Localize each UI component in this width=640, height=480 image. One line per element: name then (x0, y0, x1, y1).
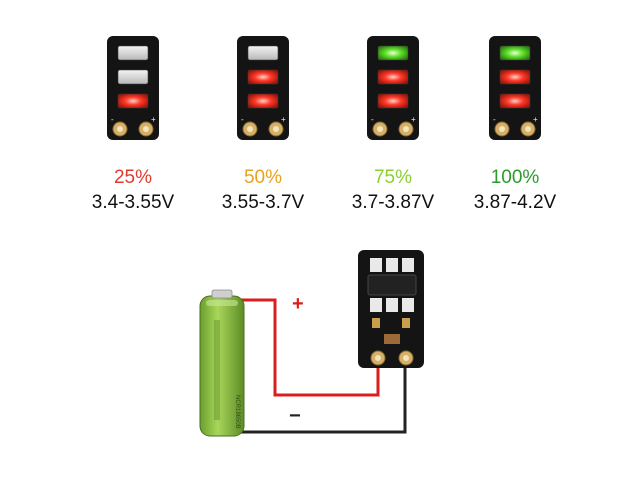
led (117, 45, 149, 61)
led (499, 45, 531, 61)
svg-text:+: + (411, 115, 416, 124)
indicator-board: -+ (489, 36, 541, 140)
charge-percent: 100% (490, 167, 540, 188)
svg-text:-: - (371, 115, 374, 124)
positive-wire (225, 298, 380, 397)
led (247, 45, 279, 61)
led (377, 69, 409, 85)
voltage-range: 3.7-3.87V (351, 192, 435, 213)
svg-text:-: - (241, 115, 244, 124)
charge-percent: 50% (243, 167, 283, 188)
indicator-module-board (358, 250, 424, 368)
voltage-range: 3.87-4.2V (473, 192, 557, 213)
indicator-board: -+ (107, 36, 159, 140)
svg-text:+: + (151, 115, 156, 124)
indicator-board: -+ (237, 36, 289, 140)
battery-18650: NCR18650B (199, 289, 245, 437)
positive-sign: + (292, 293, 304, 315)
wiring-diagram: NCR18650B (199, 250, 424, 437)
led (377, 93, 409, 109)
svg-text:-: - (493, 115, 496, 124)
led (499, 69, 531, 85)
led (117, 93, 149, 109)
svg-text:-: - (111, 115, 114, 124)
led (499, 93, 531, 109)
negative-sign: − (289, 405, 301, 427)
led (377, 45, 409, 61)
svg-text:+: + (281, 115, 286, 124)
led (247, 69, 279, 85)
negative-wire (225, 368, 407, 434)
led (247, 93, 279, 109)
svg-text:NCR18650B: NCR18650B (234, 395, 240, 429)
charge-percent: 25% (113, 167, 153, 188)
indicator-board: -+ (367, 36, 419, 140)
charge-percent: 75% (373, 167, 413, 188)
voltage-range: 3.55-3.7V (221, 192, 305, 213)
svg-text:+: + (533, 115, 538, 124)
led (117, 69, 149, 85)
voltage-range: 3.4-3.55V (91, 192, 175, 213)
